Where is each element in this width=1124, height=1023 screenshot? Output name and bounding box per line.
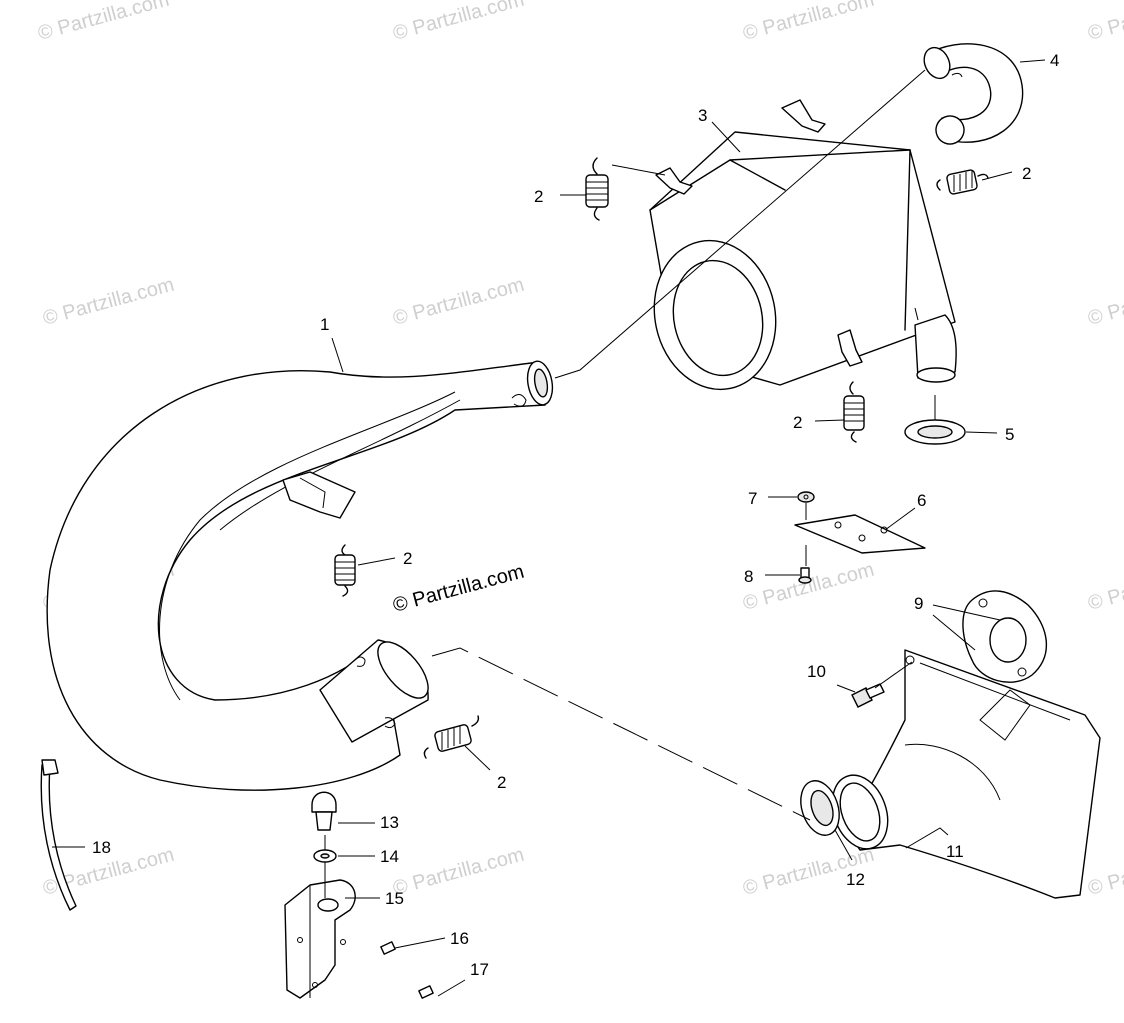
callout-8: 8: [744, 567, 753, 586]
callout-1: 1: [320, 315, 329, 334]
part-spring: [334, 544, 356, 597]
part-plate: [794, 514, 926, 554]
part-rubber-mount: [311, 791, 337, 831]
watermark: © Partzilla.com: [391, 274, 527, 330]
watermark: © Partzilla.com: [41, 274, 177, 330]
callout-2: 2: [497, 773, 506, 792]
callout-2: 2: [403, 549, 412, 568]
watermark: © Partzilla.com: [1086, 559, 1124, 615]
watermark: © Partzilla.com: [1086, 274, 1124, 330]
watermark: © Partzilla.com: [1086, 0, 1124, 45]
callout-6: 6: [917, 491, 926, 510]
part-nut: [797, 491, 815, 503]
watermark: © Partzilla.com: [741, 559, 877, 615]
callout-13: 13: [380, 813, 399, 832]
part-exhaust-pipe: [46, 360, 554, 791]
part-bolt: [851, 683, 885, 708]
part-strap: [40, 759, 77, 911]
part-spring: [936, 169, 989, 195]
part-flange-gasket: [962, 590, 1047, 683]
part-screw: [798, 567, 812, 584]
callout-2: 2: [534, 187, 543, 206]
connection-lines: [324, 69, 936, 898]
part-y-manifold: [831, 649, 1101, 899]
callout-16: 16: [450, 929, 469, 948]
part-screw-16: [380, 941, 396, 955]
watermark-center: © Partzilla.com: [391, 561, 527, 617]
watermark: © Partzilla.com: [391, 0, 527, 45]
callout-7: 7: [748, 489, 757, 508]
watermark: © Partzilla.com: [741, 0, 877, 45]
callout-9: 9: [914, 594, 923, 613]
part-screw-17: [418, 985, 434, 999]
callout-15: 15: [385, 889, 404, 908]
part-spring: [423, 715, 480, 759]
callout-14: 14: [380, 847, 399, 866]
callout-17: 17: [470, 960, 489, 979]
watermark: © Partzilla.com: [36, 0, 172, 45]
part-washer: [313, 849, 337, 863]
watermark: © Partzilla.com: [1086, 844, 1124, 900]
callout-5: 5: [1005, 425, 1014, 444]
callout-2: 2: [793, 413, 802, 432]
callout-18: 18: [92, 838, 111, 857]
callout-12: 12: [846, 870, 865, 889]
part-spring: [843, 381, 865, 443]
leader-lines: [52, 59, 1046, 997]
part-bracket: [284, 879, 356, 999]
callout-10: 10: [807, 662, 826, 681]
callout-2: 2: [1022, 164, 1031, 183]
part-sealing-ring: [800, 780, 840, 836]
callout-labels: 1 2 2 2 2 2 3 4 5 6 7 8 9 10 11 12 13 14…: [92, 51, 1059, 979]
watermark: © Partzilla.com: [391, 844, 527, 900]
callout-11: 11: [946, 842, 964, 861]
callout-3: 3: [698, 106, 707, 125]
part-spring: [585, 157, 609, 221]
callout-4: 4: [1050, 51, 1059, 70]
part-gasket-ring: [904, 419, 966, 445]
part-tail-pipe: [923, 43, 1024, 145]
part-silencer: [649, 99, 957, 391]
